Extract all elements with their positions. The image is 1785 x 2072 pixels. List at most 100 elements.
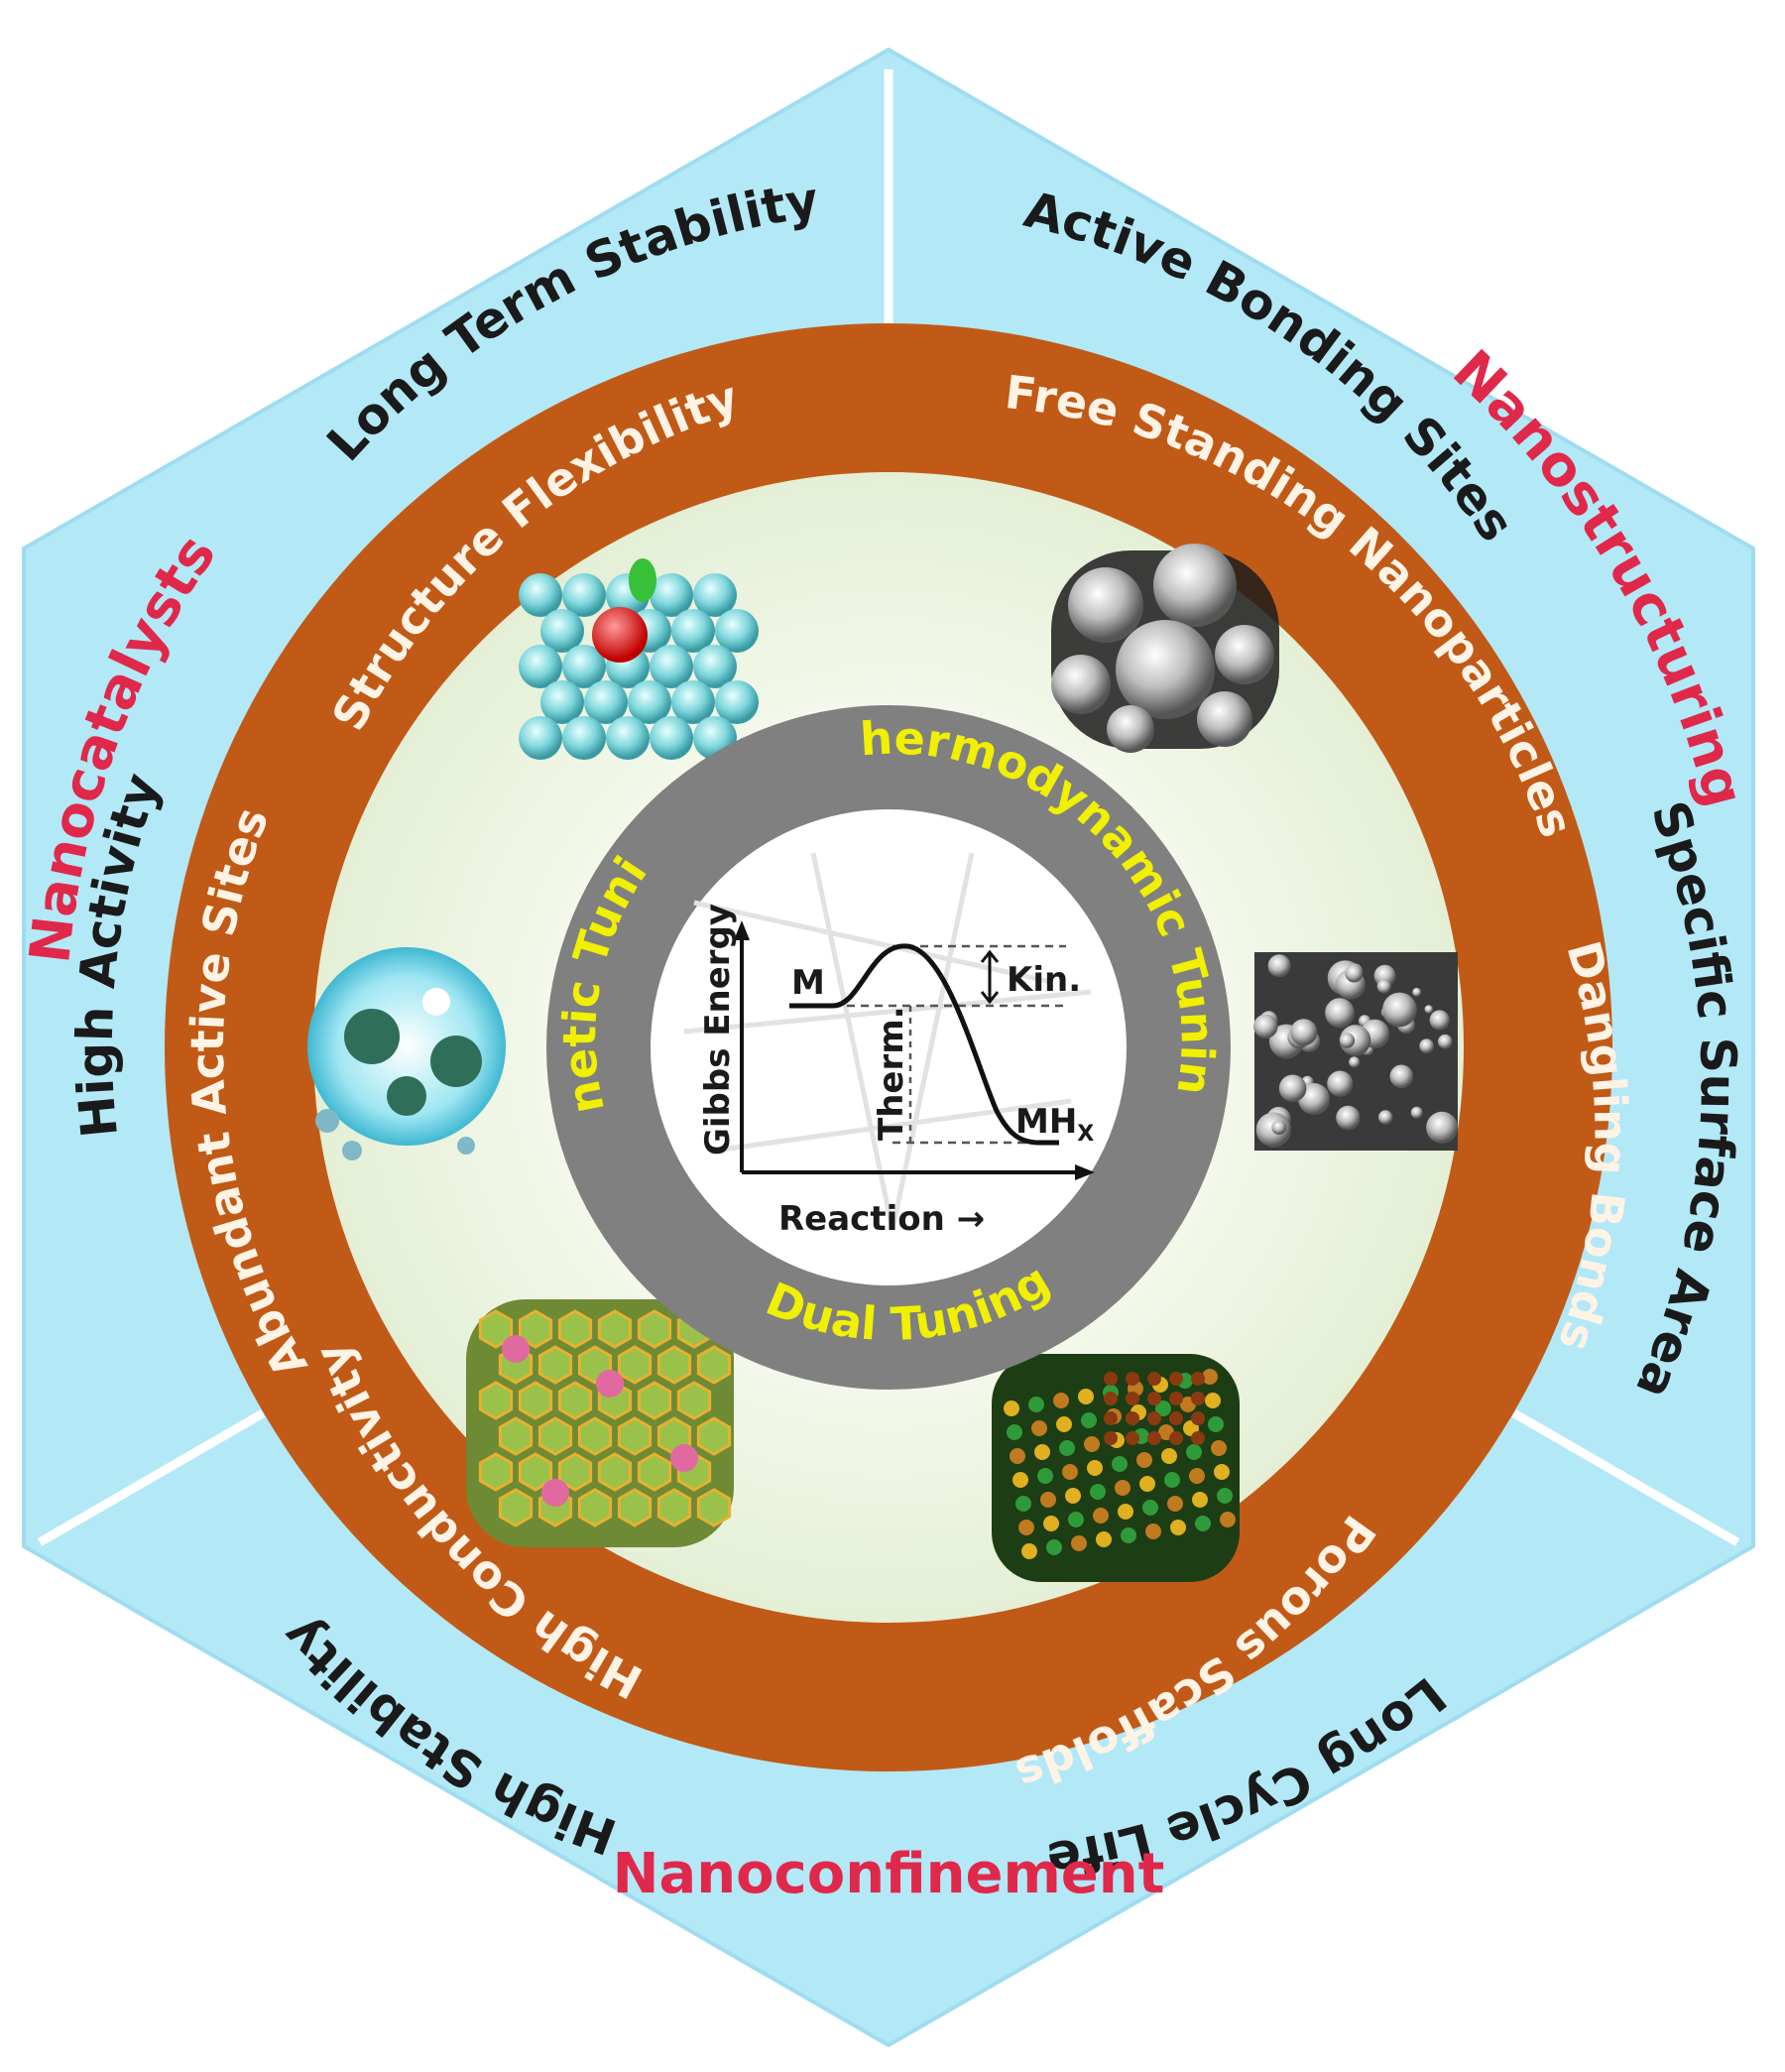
scaffold-atom	[1139, 1476, 1155, 1492]
scaffold-atom	[1018, 1520, 1034, 1535]
scaffold-atom	[1136, 1452, 1152, 1468]
framework-cell	[557, 1452, 593, 1492]
sem-particle	[1336, 1105, 1361, 1131]
lattice-atom	[650, 716, 693, 760]
scaffold-atom	[1205, 1393, 1221, 1408]
scaffold-atom	[1093, 1508, 1109, 1524]
sem-particle	[1410, 1106, 1423, 1119]
sem-particle	[1419, 1038, 1434, 1053]
lattice-atom	[606, 716, 650, 760]
lattice-atom	[650, 645, 693, 688]
scaffold-atom	[1046, 1539, 1062, 1555]
framework-cell	[498, 1416, 534, 1456]
scaffold-pore-atom	[1169, 1392, 1183, 1405]
scaffold-atom	[1220, 1512, 1236, 1527]
scaffold-pore-atom	[1104, 1392, 1118, 1405]
reactant-label: M	[791, 963, 825, 1003]
scaffold-illustration	[992, 1354, 1240, 1582]
lattice-atom	[671, 680, 715, 724]
scaffold-atom	[1007, 1424, 1022, 1440]
lattice-atom	[715, 680, 759, 724]
scaffold-atom	[1208, 1416, 1224, 1432]
framework-cell	[537, 1416, 573, 1456]
energy-curve	[789, 943, 1059, 1146]
sem-particle	[1271, 1120, 1286, 1135]
sem-particle	[1278, 1074, 1307, 1103]
framework-cell	[656, 1488, 692, 1527]
lattice-atom	[540, 680, 584, 724]
scaffold-atom	[1118, 1504, 1133, 1520]
lattice-atom	[519, 573, 562, 617]
scaffold-pore-atom	[1169, 1431, 1183, 1445]
scaffold-atom	[1062, 1464, 1078, 1480]
framework-cell	[696, 1416, 732, 1456]
scaffold-atom	[1037, 1468, 1053, 1484]
framework-cell	[478, 1452, 514, 1492]
scaffold-atom	[1078, 1389, 1094, 1404]
scaffold-pore-atom	[1191, 1392, 1205, 1405]
scaffold-atom	[1087, 1460, 1103, 1476]
lattice-atom	[562, 645, 606, 688]
framework-illustration	[466, 1299, 734, 1547]
scaffold-atom	[1043, 1516, 1059, 1531]
scaffold-atom	[1040, 1492, 1056, 1508]
framework-cell	[597, 1452, 633, 1492]
framework-cell	[557, 1381, 593, 1420]
framework-cell	[518, 1309, 553, 1349]
framework-cell	[696, 1488, 732, 1527]
sem-particle	[1412, 987, 1422, 997]
scaffold-atom	[1012, 1472, 1028, 1488]
scaffold-atom	[1068, 1512, 1084, 1527]
scaffold-pore-atom	[1104, 1372, 1118, 1386]
scaffold-atom	[1056, 1416, 1072, 1432]
scaffold-pore-atom	[1169, 1372, 1183, 1386]
sem-particle	[1382, 992, 1417, 1028]
sem-particle	[1327, 1070, 1354, 1097]
scaffold-pore-atom	[1126, 1411, 1139, 1425]
sem-particle	[1325, 998, 1355, 1029]
sem-particle	[1429, 1010, 1450, 1031]
scaffold-atom	[1084, 1436, 1100, 1452]
scaffold-atom	[1214, 1464, 1230, 1480]
scaffold-atom	[1021, 1543, 1037, 1559]
sem-particle	[1424, 1005, 1434, 1014]
y-axis-arrow	[734, 920, 750, 940]
sem-particle	[1389, 1064, 1414, 1089]
product-label: MHX	[1015, 1102, 1094, 1147]
framework-cell	[597, 1309, 633, 1349]
scaffold-atom	[1090, 1484, 1106, 1500]
scaffold-pore-atom	[1147, 1372, 1161, 1386]
scaffold-atom	[1053, 1393, 1069, 1408]
red-atom	[592, 607, 648, 663]
lattice-illustration	[519, 558, 759, 760]
divider-bottom-right	[1511, 1409, 1740, 1546]
scaffold-atom	[1217, 1488, 1233, 1504]
x-axis-label: Reaction →	[778, 1199, 985, 1239]
scaffold-atom	[1121, 1527, 1136, 1543]
scaffold-pore-atom	[1104, 1411, 1118, 1425]
framework-cell	[498, 1488, 534, 1527]
sem-particle	[1290, 1019, 1318, 1046]
scaffold-atom	[1004, 1401, 1019, 1416]
scaffold-atom	[1145, 1524, 1161, 1539]
sem-particle	[1340, 1025, 1371, 1056]
framework-cell	[696, 1345, 732, 1385]
sector-dividers	[37, 69, 1740, 1546]
lattice-atom	[693, 645, 737, 688]
x-axis-arrow	[1075, 1164, 1095, 1180]
energy-diagram-disc	[651, 809, 1127, 1285]
framework-cell	[518, 1452, 553, 1492]
lattice-atom	[562, 716, 606, 760]
scaffold-atom	[1195, 1516, 1211, 1531]
scaffold-atom	[1155, 1401, 1171, 1416]
scaffold-atom	[1189, 1468, 1205, 1484]
active-sites-illustration	[307, 947, 506, 1160]
sem-particle	[1376, 979, 1391, 994]
energy-diagram: M Kin. MHX Therm. Gibbs Energy Reaction …	[698, 904, 1095, 1239]
scaffold-pore-atom	[1104, 1431, 1118, 1445]
scaffold-atom	[1211, 1440, 1227, 1456]
framework-cell	[617, 1488, 653, 1527]
sem-particle	[1253, 1014, 1278, 1038]
framework-cell	[577, 1416, 613, 1456]
framework-cell	[637, 1309, 672, 1349]
